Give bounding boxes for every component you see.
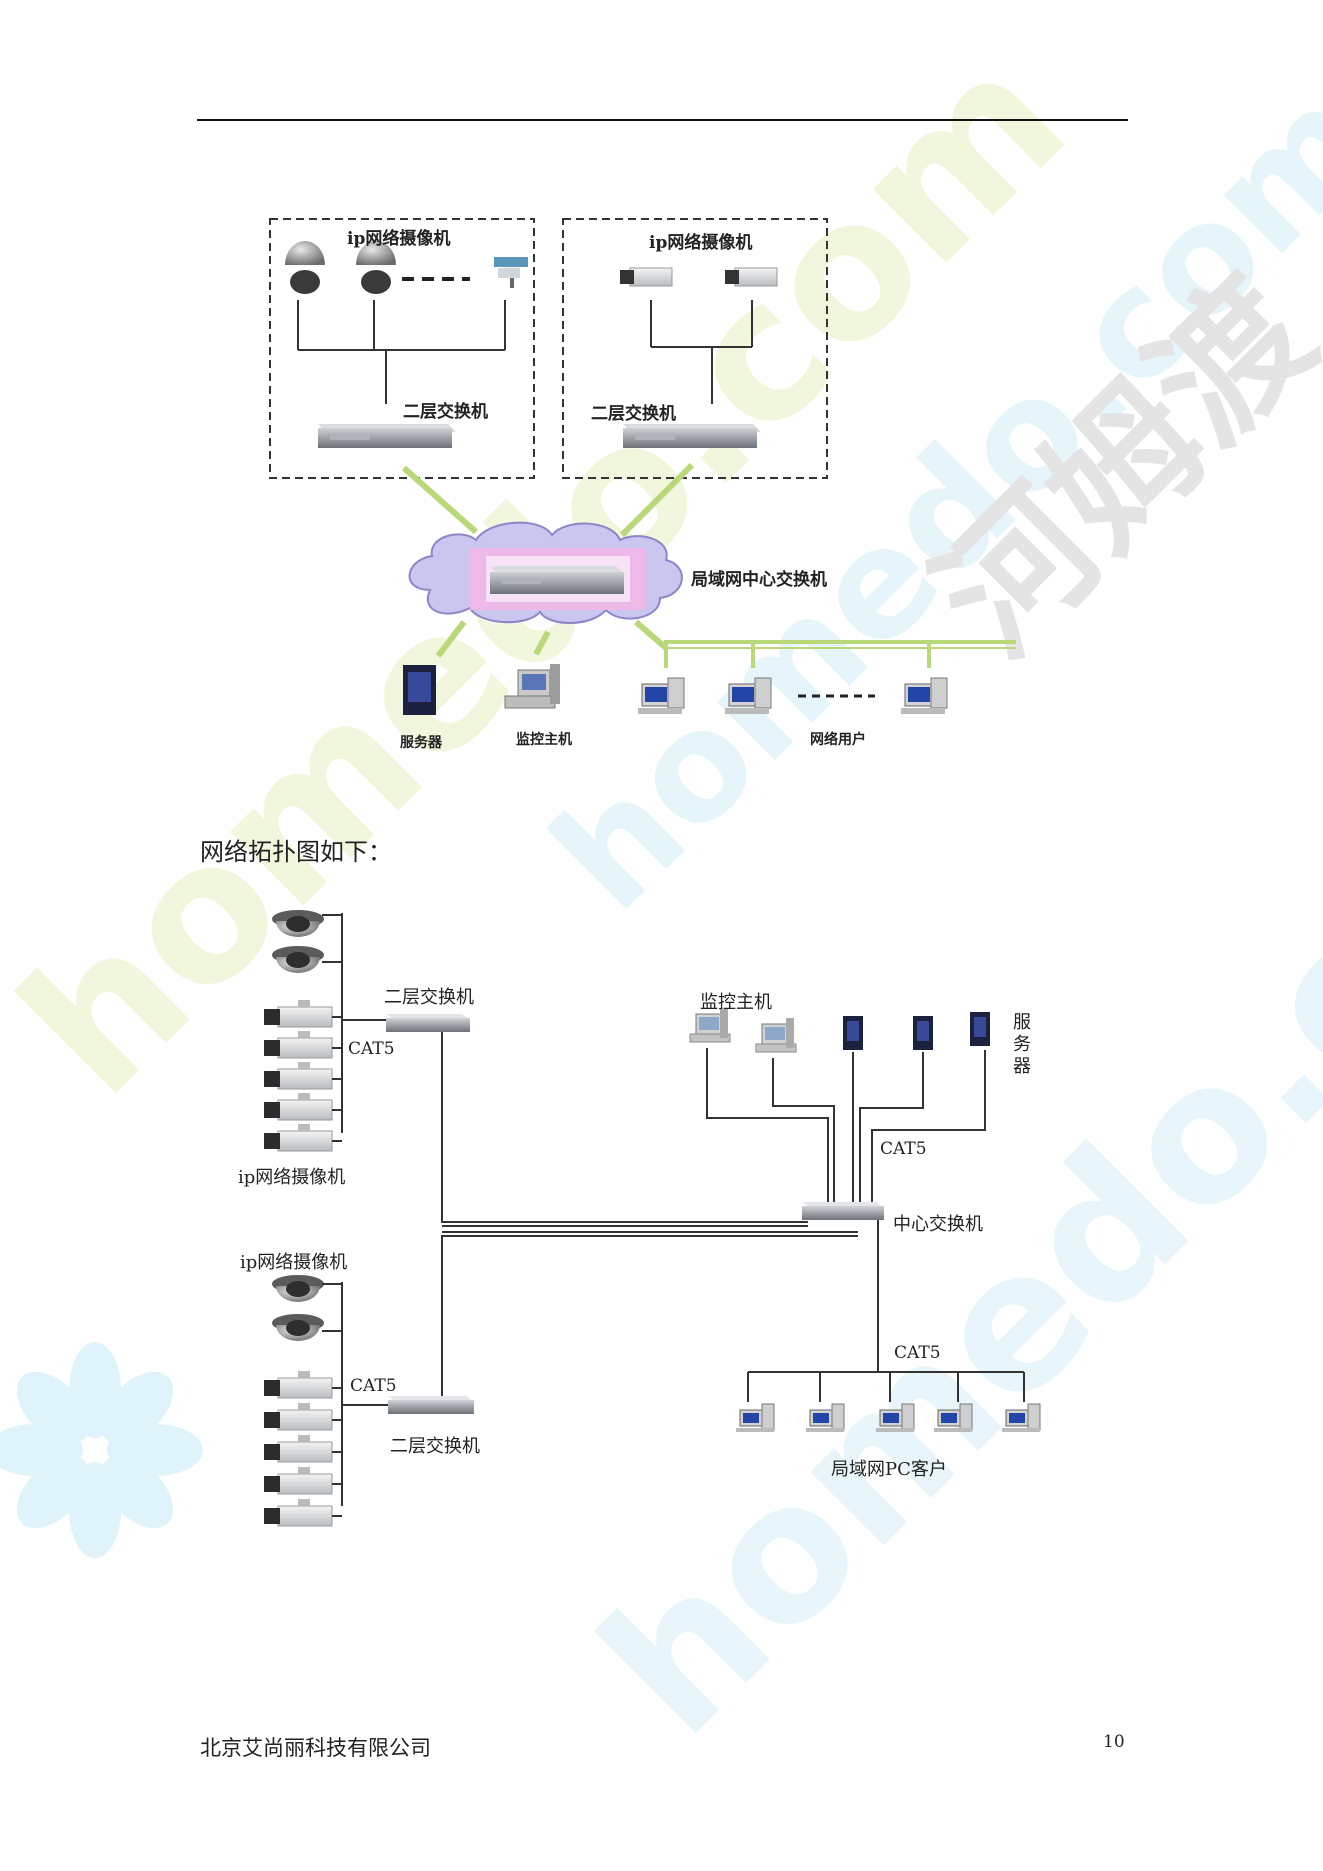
center-switch-icon bbox=[802, 1202, 884, 1220]
cat5-center-label: CAT5 bbox=[880, 1139, 927, 1159]
switch-left-label: 二层交换机 bbox=[403, 402, 488, 422]
bullet-camera-icon bbox=[494, 257, 528, 288]
box-camera-icon bbox=[264, 1124, 333, 1152]
box-camera-icon bbox=[264, 1435, 333, 1463]
cat5-lan-label: CAT5 bbox=[894, 1343, 941, 1363]
box-camera-icon bbox=[264, 1000, 333, 1028]
dome-camera-icon bbox=[272, 910, 324, 937]
lan-pc-icon bbox=[736, 1403, 775, 1432]
box-camera-icon bbox=[264, 1371, 333, 1399]
monitor-host-icon bbox=[504, 664, 560, 709]
footer-company: 北京艾尚丽科技有限公司 bbox=[200, 1736, 431, 1760]
monitor-host-label: 监控主机 bbox=[516, 732, 572, 748]
monitor-host-icon bbox=[755, 1018, 797, 1053]
box-camera-icon bbox=[264, 1093, 333, 1121]
l2-switch-icon bbox=[388, 1396, 474, 1414]
box-camera-icon bbox=[264, 1062, 333, 1090]
cat5-top-left-label: CAT5 bbox=[348, 1039, 395, 1059]
l2-switch-icon bbox=[386, 1014, 470, 1032]
topology-caption: 网络拓扑图如下： bbox=[200, 838, 392, 866]
core-switch-label: 局域网中心交换机 bbox=[691, 570, 827, 590]
monitor-host-label-bottom: 监控主机 bbox=[700, 992, 772, 1013]
lan-pc-icon bbox=[806, 1403, 845, 1432]
lan-pc-icon bbox=[876, 1403, 915, 1432]
switch-right-label: 二层交换机 bbox=[591, 404, 676, 424]
switch-bottom-label: 二层交换机 bbox=[390, 1436, 480, 1457]
user-pc-icon bbox=[638, 677, 685, 714]
cameras-bottom-label: ip网络摄像机 bbox=[240, 1252, 348, 1273]
camera-group-right-title: ip网络摄像机 bbox=[649, 233, 753, 253]
server-icon bbox=[843, 1016, 863, 1050]
box-camera-icon bbox=[620, 267, 673, 287]
camera-group-left-title: ip网络摄像机 bbox=[347, 229, 451, 249]
lan-pc-icon bbox=[934, 1403, 973, 1432]
monitor-host-icon bbox=[689, 1008, 731, 1043]
user-pc-icon bbox=[901, 677, 948, 714]
switch-top-label: 二层交换机 bbox=[384, 987, 474, 1008]
dome-camera-icon bbox=[272, 1314, 324, 1341]
lan-pc-icon bbox=[1002, 1403, 1041, 1432]
lan-clients-label: 局域网PC客户 bbox=[831, 1459, 947, 1480]
center-switch-label: 中心交换机 bbox=[893, 1214, 983, 1235]
box-camera-icon bbox=[264, 1467, 333, 1495]
core-switch-icon bbox=[490, 566, 626, 594]
box-camera-icon bbox=[264, 1499, 333, 1527]
box-camera-icon bbox=[725, 267, 778, 287]
ptz-camera-icon bbox=[356, 241, 396, 294]
camera-group-right-box bbox=[562, 218, 828, 479]
box-camera-icon bbox=[264, 1403, 333, 1431]
ptz-camera-icon bbox=[285, 241, 325, 294]
camera-group-left-box bbox=[269, 218, 535, 479]
l2-switch-icon bbox=[623, 424, 761, 448]
server-label: 服务器 bbox=[400, 735, 442, 751]
user-pc-icon bbox=[725, 677, 772, 714]
footer-page-number: 10 bbox=[1103, 1732, 1125, 1752]
server-vertical-label: 服务器 bbox=[1013, 1012, 1031, 1077]
network-users-label: 网络用户 bbox=[810, 732, 866, 748]
server-icon bbox=[970, 1012, 990, 1046]
dome-camera-icon bbox=[272, 1275, 324, 1302]
cameras-top-label: ip网络摄像机 bbox=[238, 1167, 346, 1188]
server-icon bbox=[913, 1016, 933, 1050]
cat5-bottom-left-label: CAT5 bbox=[350, 1376, 397, 1396]
box-camera-icon bbox=[264, 1031, 333, 1059]
server-icon bbox=[403, 665, 436, 715]
dome-camera-icon bbox=[272, 946, 324, 973]
l2-switch-icon bbox=[318, 424, 456, 448]
header-rule bbox=[197, 119, 1128, 121]
